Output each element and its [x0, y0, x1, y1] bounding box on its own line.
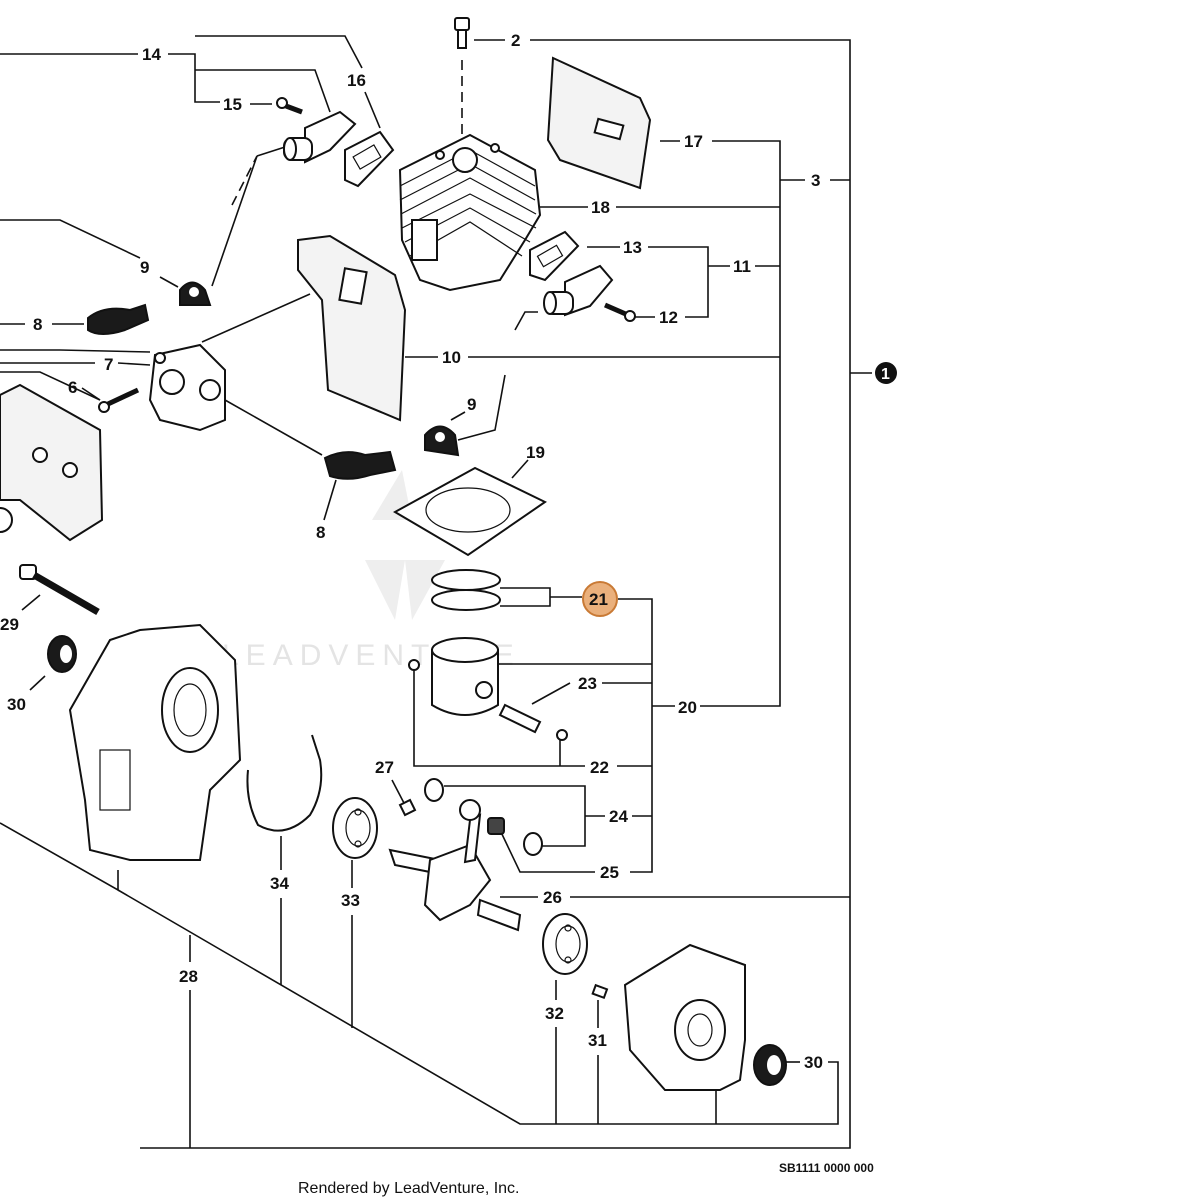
part-21-piston-rings	[431, 569, 501, 611]
callout-6: 6	[68, 378, 77, 397]
callout-16: 16	[347, 71, 366, 90]
callout-3: 3	[811, 171, 820, 190]
part-34-gasket	[246, 734, 323, 832]
part-16-gasket	[344, 130, 395, 188]
callout-labels: 2 14 16 15 17 3 18 13 11 9 12 8 10 7 6 9…	[0, 31, 897, 1072]
callout-24: 24	[609, 807, 628, 826]
part-9-seal-lower	[424, 425, 460, 457]
leader-lines	[0, 35, 872, 1149]
callout-25: 25	[600, 863, 619, 882]
part-33-bearing	[332, 797, 378, 859]
part-left-gasket	[0, 383, 104, 542]
part-31-pin	[591, 983, 609, 1000]
callout-19: 19	[526, 443, 545, 462]
part-19-gasket	[392, 466, 547, 557]
part-27-key	[398, 798, 417, 817]
callout-1: 1	[881, 366, 890, 383]
callout-27: 27	[375, 758, 394, 777]
part-crankcase-right	[623, 943, 746, 1091]
callout-1-marker	[875, 362, 897, 384]
callout-21[interactable]: 21	[589, 590, 608, 609]
part-6-screw	[98, 387, 140, 413]
part-23-pin	[498, 703, 542, 734]
callout-21-highlight[interactable]	[582, 581, 618, 617]
callout-13: 13	[623, 238, 642, 257]
part-26-crankshaft	[388, 799, 522, 932]
part-7-housing	[148, 343, 226, 432]
callout-34: 34	[270, 874, 289, 893]
callout-18: 18	[591, 198, 610, 217]
part-17-gasket	[546, 56, 652, 190]
callout-17: 17	[684, 132, 703, 151]
part-28-crankcase	[68, 623, 242, 861]
rendered-by: Rendered by LeadVenture, Inc.	[298, 1180, 520, 1197]
callout-28: 28	[179, 967, 198, 986]
callout-22: 22	[590, 758, 609, 777]
part-8-boot-lower	[323, 450, 397, 480]
callout-8-lower: 8	[316, 523, 325, 542]
callout-31: 31	[588, 1031, 607, 1050]
callout-2: 2	[511, 31, 520, 50]
part-10-gasket	[297, 234, 407, 422]
callout-8-upper: 8	[33, 315, 42, 334]
callout-30-left: 30	[7, 695, 26, 714]
part-13-gasket	[529, 230, 580, 282]
part-12-elbow	[543, 264, 636, 322]
callout-20: 20	[678, 698, 697, 717]
part-29-bolt	[19, 564, 100, 616]
part-30-seal-left	[47, 635, 77, 673]
callout-10: 10	[442, 348, 461, 367]
callout-12: 12	[659, 308, 678, 327]
callout-33: 33	[341, 891, 360, 910]
part-30-seal-right	[753, 1044, 787, 1086]
callout-7: 7	[104, 355, 113, 374]
part-22-circlips	[408, 659, 568, 741]
callout-9-upper: 9	[140, 258, 149, 277]
callout-14: 14	[142, 45, 161, 64]
callout-32: 32	[545, 1004, 564, 1023]
watermark-logo	[365, 470, 445, 620]
callout-11: 11	[733, 257, 751, 276]
callout-23: 23	[578, 674, 597, 693]
part-14-elbow	[283, 110, 357, 164]
part-25-needle-bearing	[487, 817, 505, 835]
callout-9-lower: 9	[467, 395, 476, 414]
callout-15: 15	[223, 95, 242, 114]
callout-29: 29	[0, 615, 19, 634]
part-15-screw	[276, 97, 303, 115]
callout-30-right: 30	[804, 1053, 823, 1072]
part-2-screw	[454, 17, 470, 49]
part-24-washers	[424, 778, 543, 856]
callout-26: 26	[543, 888, 562, 907]
part-32-bearing	[542, 913, 588, 975]
diagram-code: SB1111 0000 000	[779, 1161, 874, 1175]
part-18-cylinder	[398, 133, 542, 292]
part-9-seal-upper	[179, 281, 212, 306]
part-8-boot-upper	[87, 303, 150, 335]
part-piston	[431, 637, 499, 716]
